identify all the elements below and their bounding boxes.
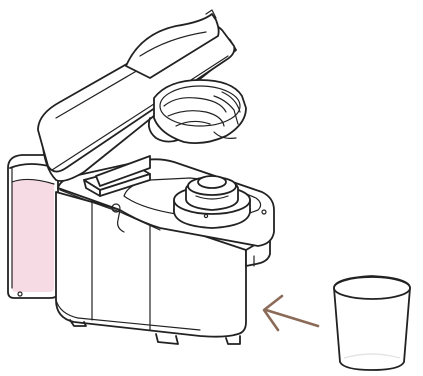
juice-fill: [12, 179, 54, 292]
arrow-left-icon: [264, 296, 318, 330]
juicer-icon: [38, 10, 274, 344]
empty-cup-icon: [334, 276, 410, 370]
juice-container-icon: [8, 155, 58, 298]
